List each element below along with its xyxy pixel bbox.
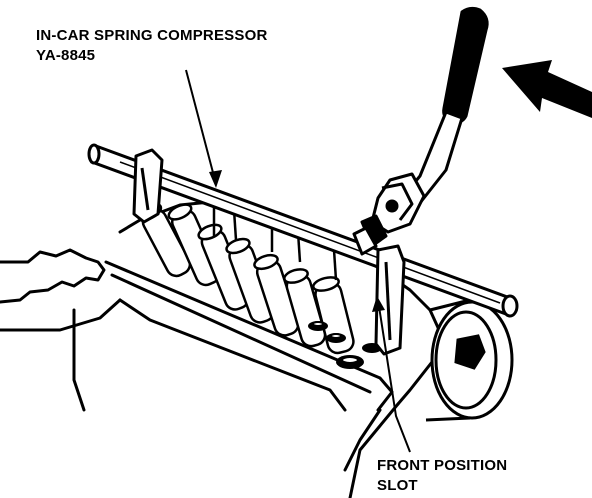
compressor-lever: [352, 6, 489, 256]
camshaft-hub: [425, 298, 514, 422]
left-bracket: [132, 148, 164, 224]
slot-label-line1: FRONT POSITION: [377, 457, 507, 474]
slot-label: FRONT POSITION SLOT: [377, 457, 507, 494]
right-bracket: [374, 244, 406, 356]
leader-arrowheads: [209, 170, 385, 312]
tool-name-line2: YA-8845: [36, 47, 95, 64]
leader-lines: [185, 69, 411, 453]
tool-name-line1: IN-CAR SPRING COMPRESSOR: [36, 27, 268, 44]
direction-arrow: [502, 60, 592, 118]
tool-label: IN-CAR SPRING COMPRESSOR YA-8845: [36, 27, 268, 64]
valve-springs: [137, 203, 382, 369]
slot-label-line2: SLOT: [377, 477, 418, 494]
